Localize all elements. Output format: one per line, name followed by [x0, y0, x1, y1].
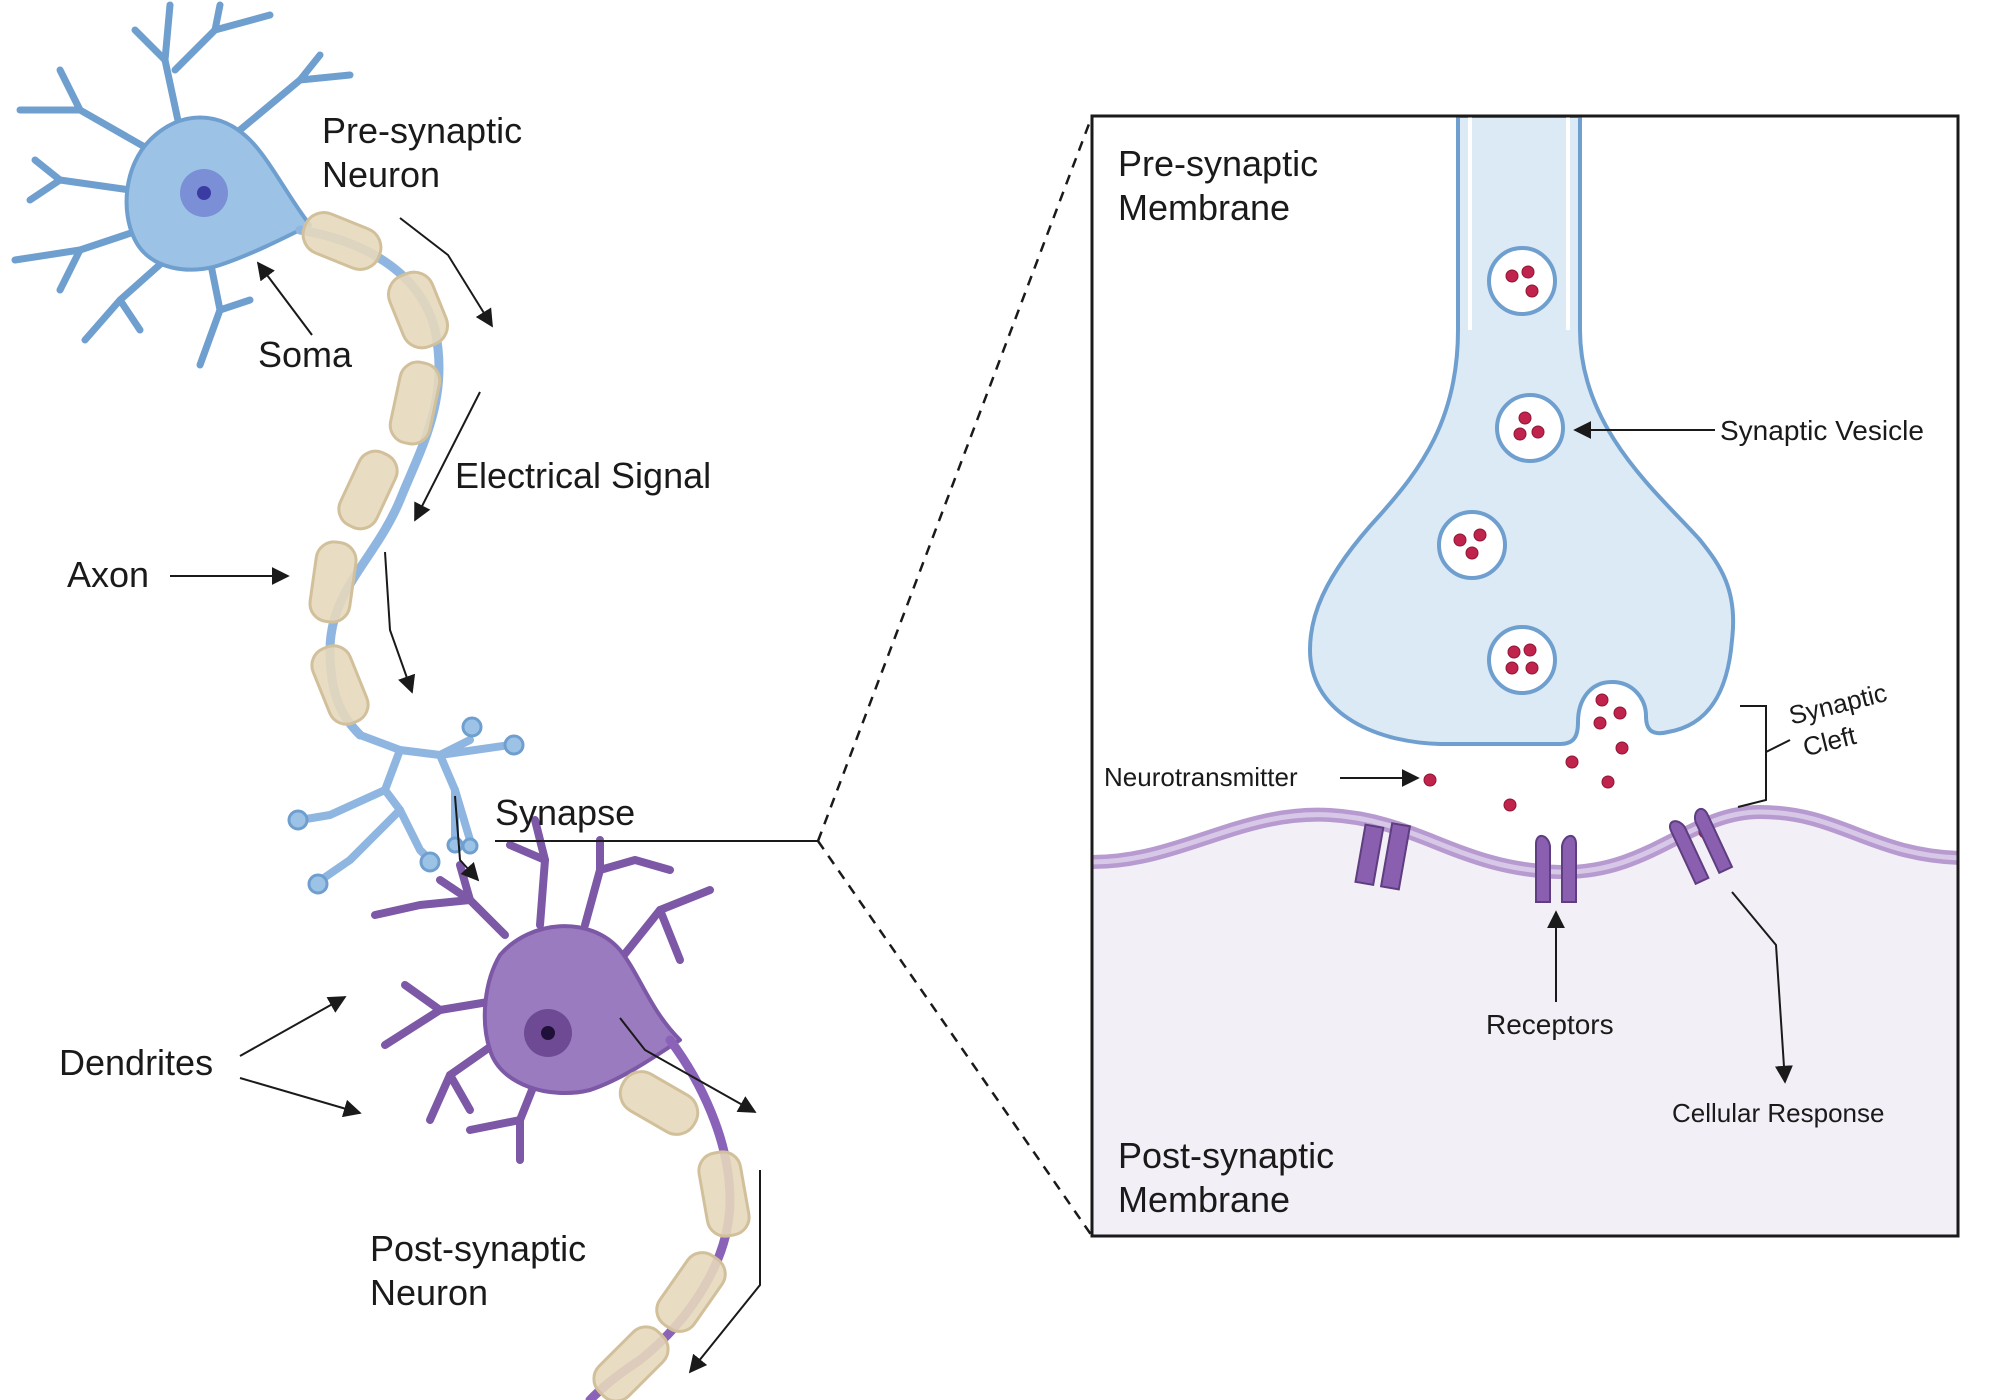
left-arrows: [170, 217, 818, 1374]
cellular-response-arrow: [1731, 891, 1793, 1084]
presynaptic-neuron: [11, 1, 525, 895]
svg-text:Neuron: Neuron: [370, 1272, 488, 1313]
synapse-label: Synapse: [495, 792, 635, 833]
postsynaptic-nucleolus: [541, 1026, 555, 1040]
postsynaptic-neuron: [371, 816, 751, 1400]
signal-arrow-3: [384, 551, 416, 694]
axon-label: Axon: [67, 554, 149, 595]
synaptic-vesicle: [1487, 246, 1557, 316]
dendrites-label: Dendrites: [59, 1042, 213, 1083]
presynaptic-neuron-label-line2: Neuron: [322, 154, 440, 195]
signal-arrow-5: [619, 1017, 757, 1113]
postsynaptic-membrane-label-line1: Post-synaptic: [1118, 1135, 1334, 1176]
cellular-response-label: Cellular Response: [1672, 1098, 1884, 1128]
receptor: [1535, 835, 1577, 903]
synaptic-vesicles: [1437, 246, 1565, 695]
soma-arrow: [256, 261, 313, 336]
signal-arrow-6: [688, 1170, 761, 1374]
synaptic-vesicle-label: Synaptic Vesicle: [1720, 415, 1924, 446]
svg-text:Membrane: Membrane: [1118, 1179, 1290, 1220]
svg-text:Membrane: Membrane: [1118, 187, 1290, 228]
dendrites-arrow-1: [239, 996, 347, 1057]
postsynaptic-neuron-label-line1: Post-synaptic: [370, 1228, 586, 1269]
electrical-signal-label: Electrical Signal: [455, 455, 711, 496]
svg-text:Pre-synaptic: Pre-synaptic: [1118, 143, 1318, 184]
soma-label: Soma: [258, 334, 353, 375]
signal-arrow-2: [414, 391, 481, 522]
svg-text:Neuron: Neuron: [322, 154, 440, 195]
synapse-zoom-panel: Pre-synaptic Membrane Synaptic Vesicle S…: [1090, 114, 1960, 1238]
presynaptic-neuron-label-line1: Pre-synaptic: [322, 110, 522, 151]
svg-text:Pre-synaptic: Pre-synaptic: [322, 110, 522, 151]
synapse-zoom-frame: [1090, 114, 1960, 1238]
receptors: [1354, 807, 1734, 903]
synaptic-cleft-bracket: [1737, 705, 1767, 808]
presynaptic-membrane-label-line1: Pre-synaptic: [1118, 143, 1318, 184]
panel-arrows: [1340, 421, 1793, 1084]
neurotransmitter-label: Neurotransmitter: [1104, 762, 1298, 792]
zoom-lines: [816, 115, 1094, 1237]
synaptic-vesicle: [1495, 393, 1565, 463]
left-labels: Pre-synaptic Neuron Soma Electrical Sign…: [59, 110, 711, 1313]
svg-text:Post-synaptic: Post-synaptic: [370, 1228, 586, 1269]
receptor: [1354, 822, 1412, 891]
postsynaptic-myelin-sheaths: [592, 1070, 751, 1400]
signal-arrow-4: [454, 795, 480, 882]
presynaptic-dendrites: [11, 1, 354, 369]
svg-text:Post-synaptic: Post-synaptic: [1118, 1135, 1334, 1176]
presynaptic-nucleolus: [197, 186, 211, 200]
receptor: [1669, 807, 1734, 886]
presynaptic-terminal-boutons: [287, 716, 525, 895]
synaptic-vesicle: [1487, 625, 1557, 695]
synaptic-vesicle: [1437, 510, 1507, 580]
vesicle-neurotransmitters: [1453, 265, 1545, 675]
receptors-label: Receptors: [1486, 1009, 1614, 1040]
postsynaptic-neuron-label-line2: Neuron: [370, 1272, 488, 1313]
dendrites-arrow-2: [239, 1077, 362, 1118]
postsynaptic-region: [1092, 812, 1958, 1236]
presynaptic-membrane-label-line2: Membrane: [1118, 187, 1290, 228]
neurotransmitter-dot: [1595, 693, 1609, 707]
postsynaptic-soma: [482, 924, 682, 1095]
postsynaptic-membrane-label-line2: Membrane: [1118, 1179, 1290, 1220]
presynaptic-axon-terminals: [296, 731, 514, 886]
signal-arrow-1: [399, 217, 493, 328]
presynaptic-myelin-sheaths: [301, 211, 450, 726]
